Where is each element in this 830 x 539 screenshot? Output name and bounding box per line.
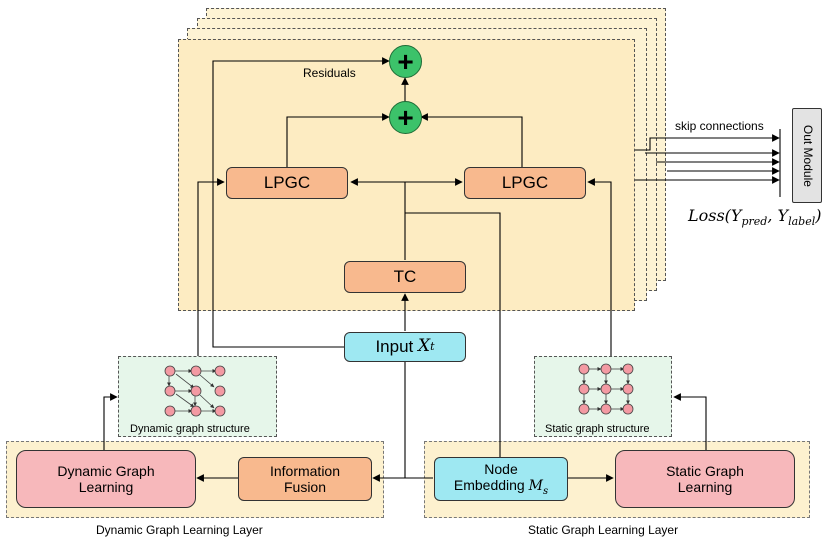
skip-connections-label: skip connections: [675, 119, 764, 133]
tc-box: TC: [344, 261, 466, 293]
node-embedding-variable: M: [528, 477, 543, 494]
out-module-label: Out Module: [800, 124, 815, 187]
node-embedding-line2: Embedding Ms: [453, 476, 549, 497]
static-graph-learning-line1: Static Graph: [666, 462, 744, 479]
residuals-label: Residuals: [303, 66, 356, 80]
node-embedding-box: Node Embedding Ms: [434, 457, 568, 501]
information-fusion-line1: Information: [269, 462, 341, 479]
input-variable: X: [418, 336, 431, 357]
static-graph-icon: [582, 367, 630, 411]
tc-label: TC: [393, 267, 417, 287]
loss-label: Loss(Ypred, Ylabel): [688, 206, 822, 229]
residual-sum-node: +: [389, 45, 422, 78]
plus-symbol: +: [397, 45, 414, 77]
plus-symbol: +: [397, 101, 414, 133]
information-fusion-line2: Fusion: [283, 479, 327, 495]
static-graph-learning-line2: Learning: [677, 479, 733, 495]
information-fusion-box: Information Fusion: [238, 457, 372, 501]
out-module-box: Out Module: [792, 108, 822, 203]
lpgc-left-box: LPGC: [226, 167, 348, 199]
static-graph-learning-box: Static Graph Learning: [615, 450, 795, 508]
lpgc-right-label: LPGC: [501, 173, 549, 193]
input-subscript: t: [430, 339, 435, 353]
static-layer-caption: Static Graph Learning Layer: [528, 523, 679, 537]
dynamic-graph-learning-box: Dynamic Graph Learning: [16, 450, 196, 508]
dynamic-graph-structure-label: Dynamic graph structure: [130, 423, 250, 435]
dynamic-layer-caption: Dynamic Graph Learning Layer: [96, 523, 263, 537]
lpgc-left-label: LPGC: [263, 173, 311, 193]
dynamic-graph-learning-line1: Dynamic Graph: [57, 462, 155, 479]
lpgc-right-box: LPGC: [464, 167, 586, 199]
node-embedding-line1: Node: [484, 460, 518, 477]
lpgc-sum-node: +: [389, 101, 422, 134]
static-graph-structure-label: Static graph structure: [545, 423, 650, 435]
input-label: Input: [375, 337, 414, 357]
dynamic-graph-learning-line2: Learning: [78, 479, 134, 495]
node-embedding-subscript: s: [542, 485, 549, 497]
